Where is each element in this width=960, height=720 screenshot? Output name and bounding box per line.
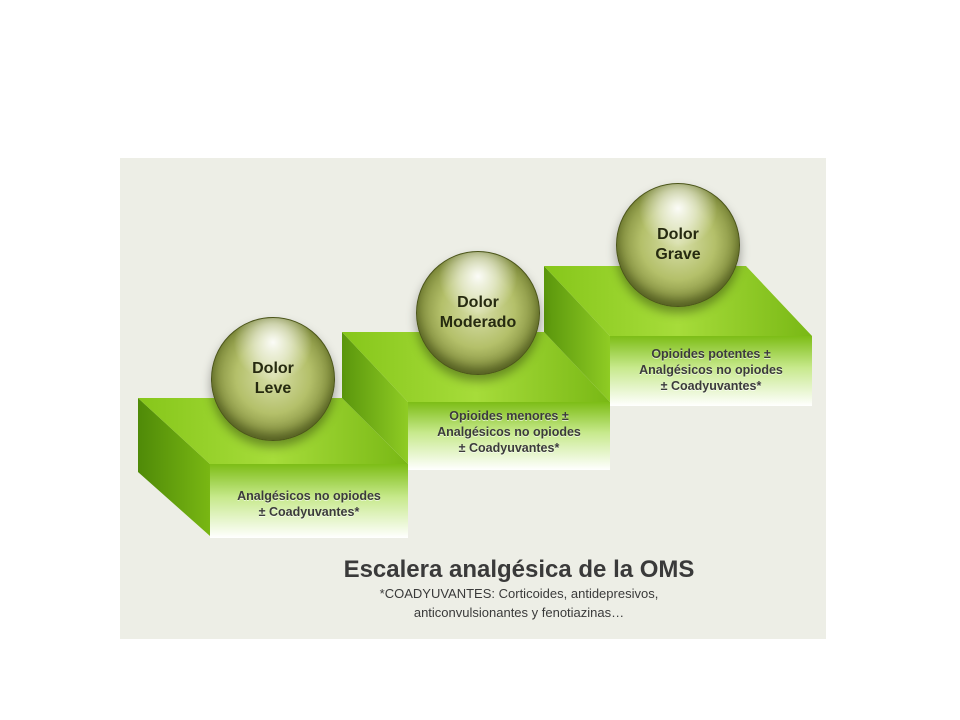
step2-treatment-line: Opioides menores ± <box>449 409 569 423</box>
sphere-dolor-moderado: Dolor Moderado <box>416 251 540 375</box>
sphere-label-line2: Moderado <box>439 314 517 331</box>
step3-treatment-line: ± Coadyuvantes* <box>660 379 762 393</box>
step1-front <box>210 464 408 538</box>
step3-treatment: Opioides potentes ± Analgésicos no opiod… <box>610 346 812 394</box>
sphere-label-line2: Grave <box>655 246 701 263</box>
caption-note-line1: *COADYUVANTES: Corticoides, antidepresiv… <box>379 586 659 601</box>
step2-treatment-line: Analgésicos no opiodes <box>437 425 581 439</box>
step2-treatment-line: ± Coadyuvantes* <box>458 441 560 455</box>
step2-left-face <box>342 332 408 464</box>
caption-note-line2: anticonvulsionantes y fenotiazinas… <box>413 605 625 620</box>
step2-treatment: Opioides menores ± Analgésicos no opiode… <box>408 408 610 456</box>
sphere-label-line1: Dolor <box>457 294 499 311</box>
step3-left-face <box>544 266 610 402</box>
step3-treatment-line: Analgésicos no opiodes <box>639 363 783 377</box>
sphere-dolor-leve: Dolor Leve <box>211 317 335 441</box>
step1-left-face <box>138 398 210 536</box>
step1-treatment: Analgésicos no opiodes ± Coadyuvantes* <box>210 488 408 520</box>
step1-treatment-line: Analgésicos no opiodes <box>237 489 381 503</box>
step1-treatment-line: ± Coadyuvantes* <box>258 505 360 519</box>
diagram-title: Escalera analgésica de la OMS <box>343 556 695 583</box>
sphere-label-line1: Dolor <box>657 226 699 243</box>
sphere-dolor-grave: Dolor Grave <box>616 183 740 307</box>
step3-treatment-line: Opioides potentes ± <box>651 347 771 361</box>
sphere-label-line1: Dolor <box>252 360 294 377</box>
step3-front <box>610 336 812 406</box>
diagram-panel: Analgésicos no opiodes ± Coadyuvantes* O… <box>120 158 826 639</box>
step2-front <box>408 402 610 470</box>
sphere-label-line2: Leve <box>254 380 292 397</box>
